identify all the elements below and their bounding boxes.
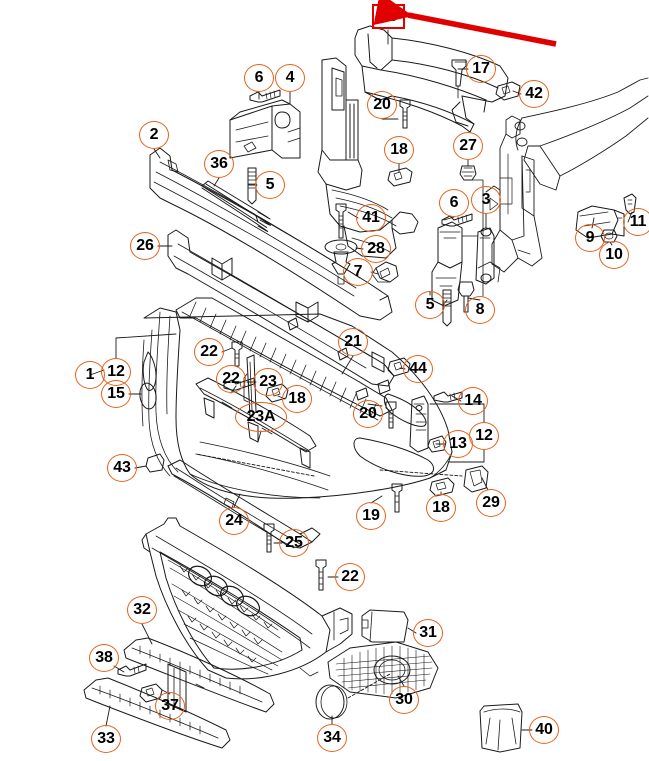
callout-8[interactable]: 8 — [465, 296, 495, 324]
part-2-impact-beam — [149, 147, 393, 321]
part-15-towing-eye-cover — [139, 382, 157, 410]
callout-24[interactable]: 24 — [219, 507, 249, 535]
callout-26[interactable]: 26 — [130, 232, 160, 260]
callout-22[interactable]: 22 — [216, 365, 246, 393]
callout-5[interactable]: 5 — [415, 291, 445, 319]
fastener-7 — [371, 261, 399, 283]
callout-23[interactable]: 23 — [253, 368, 283, 396]
callout-13[interactable]: 13 — [443, 430, 473, 458]
callout-18[interactable]: 18 — [384, 136, 414, 164]
callout-34[interactable]: 34 — [317, 724, 347, 752]
fastener-42 — [495, 81, 521, 101]
highlight-label-16: 16 — [379, 7, 398, 25]
fastener-22-a — [231, 341, 243, 367]
callout-4[interactable]: 4 — [275, 64, 305, 92]
fastener-25 — [263, 523, 275, 553]
callout-17[interactable]: 17 — [466, 55, 496, 83]
part-32-radiator-grille — [141, 517, 353, 680]
callout-20[interactable]: 20 — [367, 91, 397, 119]
callout-9[interactable]: 9 — [575, 224, 605, 252]
callout-10[interactable]: 10 — [599, 241, 629, 269]
fastener-5-lower — [442, 289, 452, 327]
fastener-38 — [117, 663, 147, 677]
part-31-end-cap-trim — [361, 609, 409, 643]
fastener-41 — [335, 203, 347, 239]
fastener-18-upper — [387, 167, 413, 187]
part-1-front-bumper-cover — [141, 307, 453, 499]
callout-18[interactable]: 18 — [282, 385, 312, 413]
fastener-17 — [451, 59, 468, 99]
callout-6[interactable]: 6 — [439, 189, 469, 217]
fastener-19 — [391, 483, 403, 513]
callout-28[interactable]: 28 — [361, 235, 391, 263]
callout-2[interactable]: 2 — [139, 121, 169, 149]
fastener-29 — [463, 465, 489, 493]
part-36-reinforcement-strip — [201, 180, 271, 232]
callout-22[interactable]: 22 — [335, 563, 365, 591]
callout-27[interactable]: 27 — [453, 132, 483, 160]
callout-11[interactable]: 11 — [623, 208, 649, 236]
callout-22[interactable]: 22 — [194, 338, 224, 366]
callout-30[interactable]: 30 — [389, 686, 419, 714]
fastener-6-top — [249, 89, 281, 103]
callout-12[interactable]: 12 — [469, 422, 499, 450]
callout-43[interactable]: 43 — [107, 454, 137, 482]
callout-21[interactable]: 21 — [338, 328, 368, 356]
callout-32[interactable]: 32 — [127, 596, 157, 624]
fastener-18-lower — [429, 477, 455, 497]
callout-41[interactable]: 41 — [356, 204, 386, 232]
fastener-20-mid — [385, 401, 397, 429]
fastener-43 — [145, 453, 165, 473]
fastener-5-upper — [247, 167, 257, 205]
callout-31[interactable]: 31 — [413, 619, 443, 647]
callout-33[interactable]: 33 — [91, 725, 121, 753]
callout-15[interactable]: 15 — [101, 380, 131, 408]
callout-42[interactable]: 42 — [519, 80, 549, 108]
callout-7[interactable]: 7 — [343, 258, 373, 286]
part-3-bracket-assembly — [431, 221, 495, 307]
callout-19[interactable]: 19 — [356, 502, 386, 530]
callout-23A[interactable]: 23A — [235, 402, 287, 432]
callout-44[interactable]: 44 — [403, 355, 433, 383]
part-34-trim-ring — [315, 684, 348, 720]
callout-6[interactable]: 6 — [244, 64, 274, 92]
callout-18[interactable]: 18 — [426, 494, 456, 522]
fastener-20-top — [399, 99, 411, 129]
part-40-protective-foil — [479, 703, 523, 753]
leader-lines — [89, 29, 633, 731]
callout-20[interactable]: 20 — [353, 400, 383, 428]
callout-29[interactable]: 29 — [476, 489, 506, 517]
callout-38[interactable]: 38 — [89, 644, 119, 672]
vehicle-body-outline — [477, 77, 649, 283]
callout-3[interactable]: 3 — [471, 186, 501, 214]
callout-5[interactable]: 5 — [255, 171, 285, 199]
fastener-27 — [459, 165, 484, 297]
callout-36[interactable]: 36 — [204, 150, 234, 178]
callout-40[interactable]: 40 — [529, 716, 559, 744]
part-30-fog-light-grille — [327, 641, 439, 699]
callout-37[interactable]: 37 — [155, 692, 185, 720]
fastener-22-c — [315, 559, 327, 591]
callout-14[interactable]: 14 — [458, 387, 488, 415]
part-4-side-bracket — [229, 99, 301, 159]
callout-25[interactable]: 25 — [279, 529, 309, 557]
part-12-guide-bracket — [409, 395, 429, 453]
